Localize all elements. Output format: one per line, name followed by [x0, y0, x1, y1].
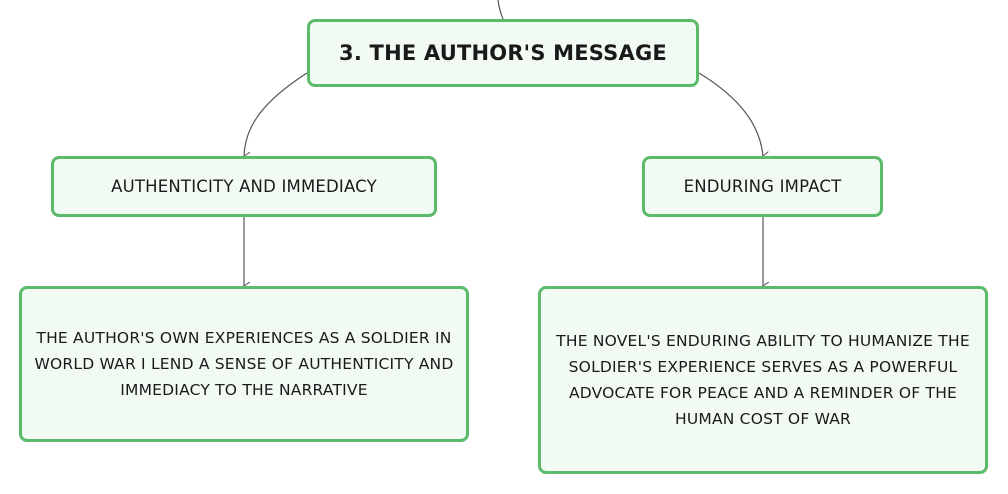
incoming-connector — [497, 0, 504, 20]
root-node-label: 3. THE AUTHOR'S MESSAGE — [339, 41, 667, 65]
branch-node-label: AUTHENTICITY AND IMMEDIACY — [111, 177, 377, 196]
detail-node-authenticity[interactable]: THE AUTHOR'S OWN EXPERIENCES AS A SOLDIE… — [19, 286, 469, 442]
detail-node-enduring-impact[interactable]: THE NOVEL'S ENDURING ABILITY TO HUMANIZE… — [538, 286, 988, 474]
branch-node-label: ENDURING IMPACT — [683, 177, 842, 196]
connector-root-to-authenticity — [244, 72, 308, 156]
connector-root-to-enduring — [698, 72, 763, 156]
root-node-authors-message[interactable]: 3. THE AUTHOR'S MESSAGE — [307, 19, 699, 87]
detail-node-text: THE NOVEL'S ENDURING ABILITY TO HUMANIZE… — [556, 332, 970, 428]
branch-node-authenticity-and-immediacy[interactable]: AUTHENTICITY AND IMMEDIACY — [51, 156, 437, 217]
branch-node-enduring-impact[interactable]: ENDURING IMPACT — [642, 156, 883, 217]
detail-node-text: THE AUTHOR'S OWN EXPERIENCES AS A SOLDIE… — [34, 329, 454, 399]
